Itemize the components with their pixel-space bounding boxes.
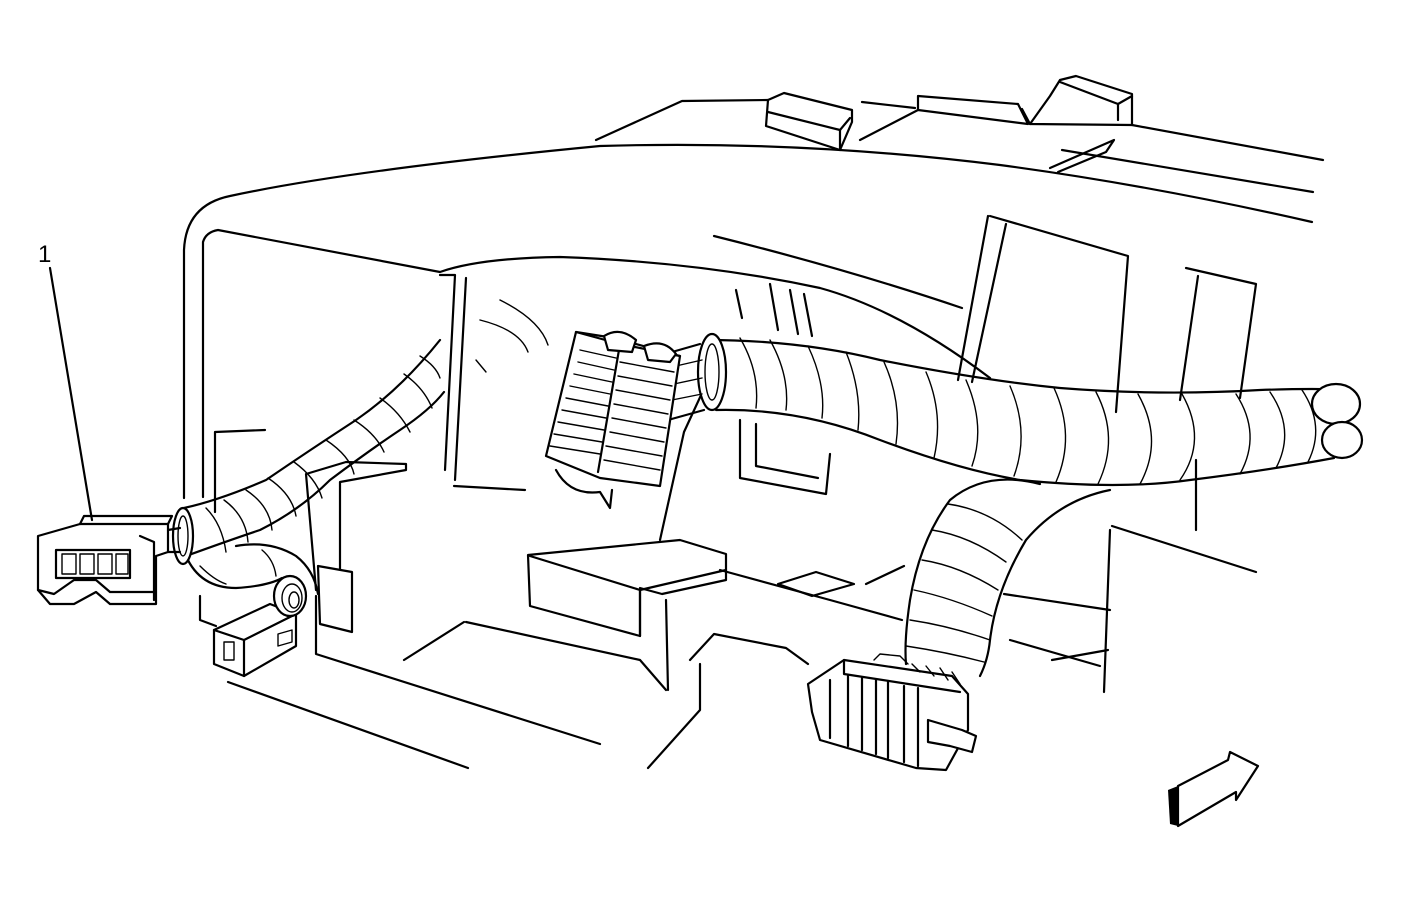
wiring-harness-right — [666, 332, 1364, 487]
center-stack-panels — [734, 214, 1258, 694]
connector-small-lower-left — [212, 574, 308, 678]
left-bracket — [198, 460, 602, 770]
forward-arrow-icon — [1168, 750, 1260, 828]
callout-1: 1 — [38, 241, 94, 522]
wiring-harness-left — [171, 338, 446, 596]
wiring-harness-lower-branch — [904, 478, 1112, 678]
connector-1 — [36, 514, 182, 606]
connector-large-center — [544, 330, 682, 510]
callout-label-1: 1 — [38, 241, 51, 268]
instrument-panel-outline — [182, 98, 1325, 514]
upper-vent-assembly — [764, 74, 1134, 174]
connector-lower-right — [806, 653, 978, 772]
lower-console — [402, 378, 906, 770]
